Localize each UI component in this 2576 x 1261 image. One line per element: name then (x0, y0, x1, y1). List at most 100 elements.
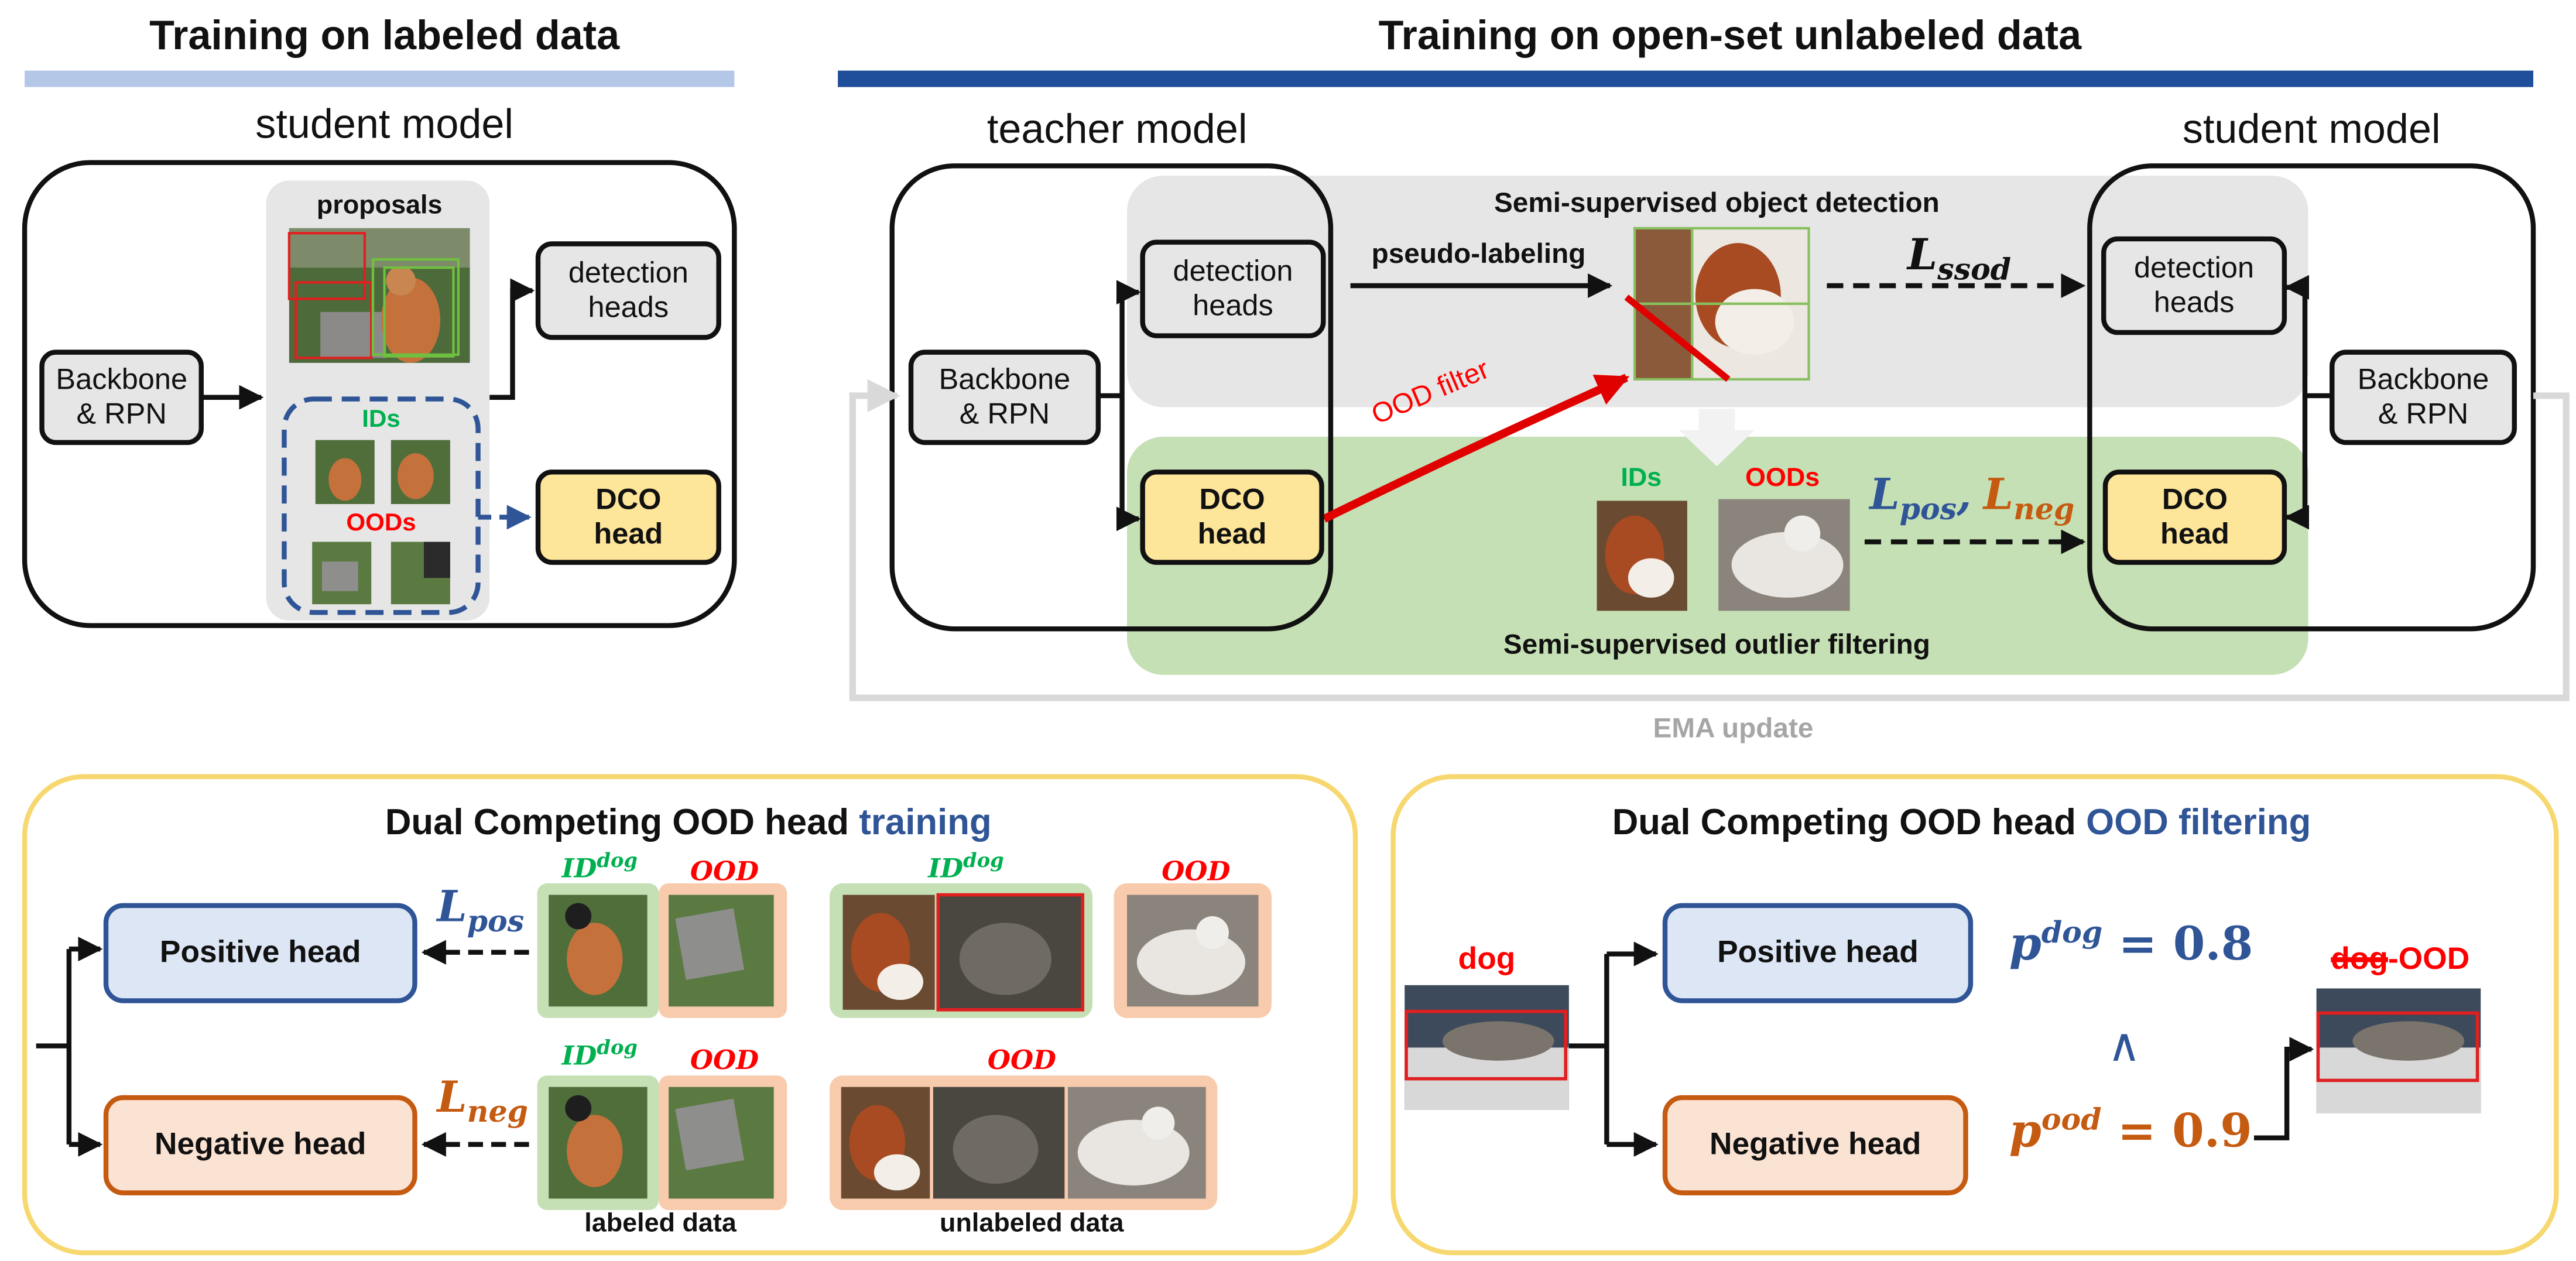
right-id-thumbnail (1597, 501, 1687, 611)
right-l-neg-sub: neg (2013, 492, 2075, 527)
teacher-detection-heads-text: detection heads (1173, 254, 1293, 322)
and-symbol: ∧ (2107, 1019, 2142, 1071)
student-backbone-text: Backbone & RPN (2357, 362, 2489, 430)
right-oods-label: OODs (1745, 464, 1820, 493)
filtering-output-arrow (2253, 1037, 2314, 1140)
p-ood-value: = 0.9 (2101, 1104, 2252, 1159)
labeled-ood-label-bottom: OOD (690, 1044, 759, 1077)
unlabeled-ood-label-bottom: OOD (988, 1044, 1056, 1077)
output-ood-suffix: -OOD (2388, 942, 2470, 977)
training-negative-head-box: Negative head (103, 1095, 417, 1195)
left-detection-heads-text: detection heads (568, 256, 688, 324)
l-ssod-sub: ssod (1937, 253, 2012, 288)
labeled-ood-label-bottom-text: OOD (690, 1044, 759, 1076)
labeled-id-thumb-top (549, 895, 648, 1007)
p-ood-formula: pood = 0.9 (2009, 1104, 2252, 1158)
labeled-id-thumb-bottom (549, 1087, 648, 1199)
unlabeled-ood-label-top: OOD (1162, 855, 1230, 888)
labeled-ood-thumb-top (669, 895, 774, 1007)
right-student-model-label: student model (2182, 107, 2441, 153)
ema-update-loop (849, 379, 2570, 701)
filtering-title-blue: OOD filtering (2086, 801, 2311, 842)
training-l-pos: Lpos (437, 882, 524, 940)
filtering-title-black: Dual Competing OOD head (1612, 801, 2087, 842)
training-positive-head-box: Positive head (103, 903, 417, 1003)
output-struck-dog: dog (2331, 942, 2389, 977)
filtering-negative-head-box: Negative head (1662, 1095, 1968, 1195)
left-backbone-box: Backbone & RPN (39, 349, 204, 446)
id-ood-dashed-frame (282, 396, 481, 615)
labeled-section-title: Training on labeled data (149, 13, 620, 59)
l-pos-neg-formula: Lpos, Lneg (1869, 470, 2074, 527)
sleeping-cat-image-output (2316, 988, 2481, 1113)
training-l-pos-sub: pos (467, 904, 525, 940)
training-title-blue: training (859, 801, 992, 842)
l-ssod-formula: Lssod (1907, 230, 2012, 288)
teacher-dco-head-text: DCO head (1197, 482, 1267, 550)
id-main-top: ID (561, 852, 597, 884)
right-ood-thumbnail (1718, 499, 1850, 611)
output-label: dog-OOD (2331, 943, 2469, 979)
filtering-branch-lines (1568, 954, 1609, 1145)
right-l-neg-main: L (1983, 471, 2014, 521)
filtering-negative-head-text: Negative head (1709, 1128, 1921, 1163)
left-dco-head-box: DCO head (535, 470, 721, 565)
unlabeled-dog-thumb-bottom (841, 1087, 930, 1199)
l-ssod-main: L (1907, 231, 1938, 281)
proposals-label: proposals (316, 192, 443, 220)
left-detection-heads-box: detection heads (535, 241, 721, 340)
teacher-detection-heads-box: detection heads (1140, 239, 1326, 338)
left-student-frame (22, 160, 737, 628)
unlabeled-white-cat-thumb-bottom (1067, 1087, 1206, 1199)
pseudo-labeling-label: pseudo-labeling (1371, 238, 1586, 269)
student-detection-heads-text: detection heads (2134, 251, 2255, 319)
labeled-ood-label-top-text: OOD (690, 855, 759, 887)
filtering-positive-head-text: Positive head (1717, 936, 1919, 971)
labeled-title-bar (25, 70, 735, 87)
outlier-green-region (1126, 437, 2308, 675)
unlabeled-dog-thumb-top (842, 895, 935, 1010)
filtering-positive-head-box: Positive head (1662, 903, 1974, 1003)
training-l-neg-main: L (437, 1074, 467, 1123)
unlabeled-cat-thumb-bottom (933, 1087, 1065, 1199)
left-student-model-label: student model (255, 101, 513, 148)
training-title-black: Dual Competing OOD head (385, 801, 859, 842)
right-ids-label: IDs (1621, 464, 1662, 493)
training-panel-frame (22, 774, 1358, 1256)
p-dog-sup: dog (2041, 916, 2103, 951)
training-l-neg-sub: neg (467, 1095, 528, 1130)
outlier-title: Semi-supervised outlier filtering (1503, 629, 1930, 660)
labeled-data-caption: labeled data (584, 1210, 737, 1238)
unlabeled-id-dog-label-top: IDdog (928, 849, 1004, 886)
student-backbone-box: Backbone & RPN (2330, 349, 2517, 446)
p-dog-main: p (2009, 916, 2041, 971)
teacher-backbone-box: Backbone & RPN (908, 349, 1101, 446)
labeled-id-dog-label-bottom: IDdog (561, 1036, 638, 1073)
student-dco-head-text: DCO head (2160, 482, 2229, 550)
left-id-thumb-2 (390, 440, 450, 505)
teacher-backbone-text: Backbone & RPN (938, 362, 1071, 430)
left-ood-thumb-1 (312, 542, 372, 605)
input-dog-label: dog (1458, 942, 1516, 977)
unlabeled-cat-thumb-top (936, 893, 1085, 1012)
left-id-thumb-1 (315, 440, 375, 505)
unlabeled-title-bar (838, 70, 2534, 87)
left-ood-thumb-2 (390, 542, 450, 605)
pseudo-label-image (1624, 227, 1810, 382)
unlabeled-ood-label-bottom-text: OOD (987, 1044, 1056, 1076)
p-dog-formula: pdog = 0.8 (2009, 916, 2253, 971)
right-l-pos-main: L (1869, 471, 1900, 521)
teacher-model-label: teacher model (986, 107, 1248, 153)
training-panel-title: Dual Competing OOD head training (385, 801, 992, 844)
unlabeled-id-main-top: ID (928, 852, 964, 884)
labeled-ood-thumb-bottom (669, 1087, 774, 1199)
right-l-pos-sub: pos (1899, 492, 1957, 527)
training-branch-lines (36, 949, 72, 1145)
id-sup-bottom: dog (597, 1036, 638, 1060)
down-block-arrow (1678, 409, 1755, 467)
unlabeled-data-caption: unlabeled data (940, 1210, 1124, 1238)
left-backbone-text: Backbone & RPN (56, 362, 188, 430)
p-ood-main: p (2009, 1104, 2041, 1159)
ood-filter-arrow (1322, 373, 1630, 523)
